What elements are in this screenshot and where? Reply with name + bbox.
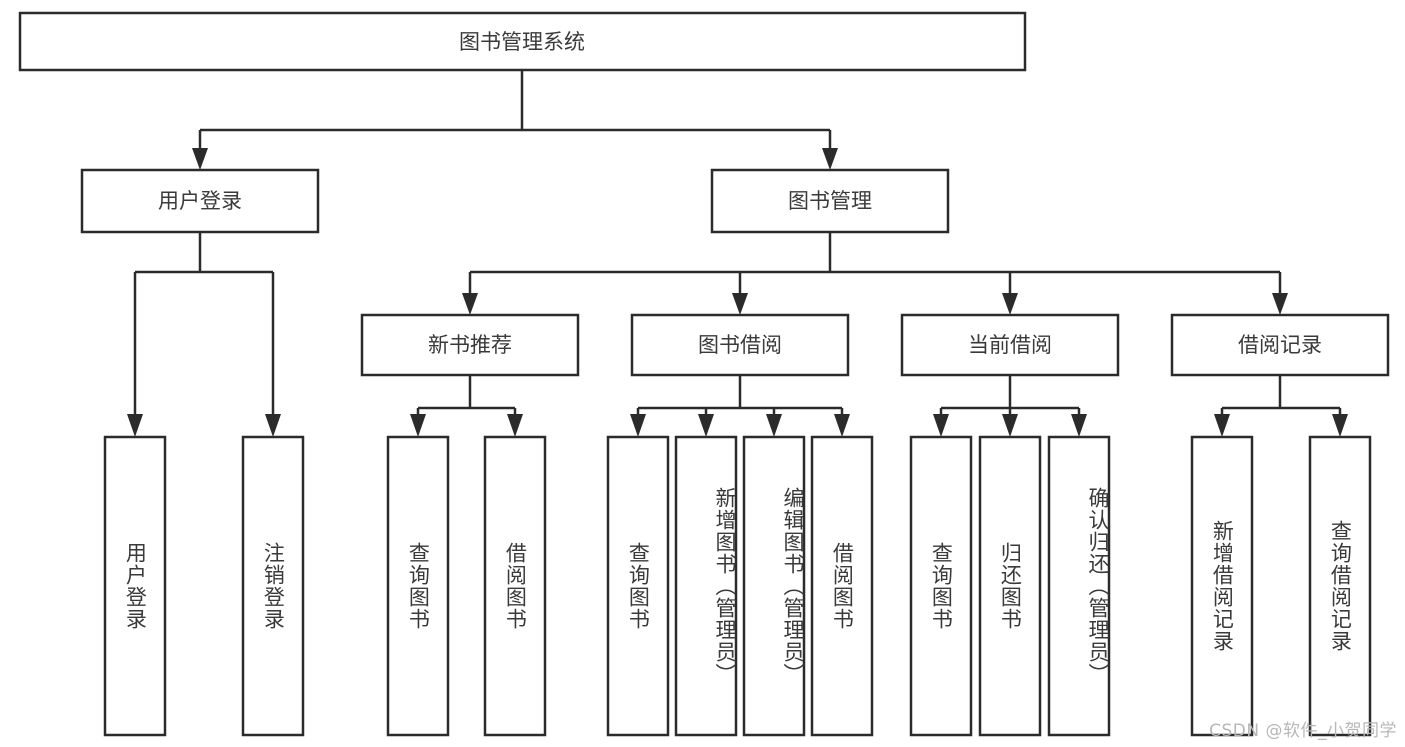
leaf-user-login[interactable]	[103, 435, 167, 737]
csdn-watermark: CSDN @软件_小贺同学	[1209, 721, 1397, 741]
leaf-borrow-book-1[interactable]	[483, 435, 547, 737]
arrow-bm-borrowrecord	[1272, 293, 1288, 315]
leaf-return-book[interactable]	[978, 435, 1042, 737]
node-user-login-label: 用户登录	[158, 189, 242, 213]
arrow-user-login-leaf-2	[265, 414, 281, 437]
arrow-root-to-book-manage	[822, 148, 838, 170]
leaf-add-book[interactable]	[674, 435, 738, 737]
node-borrow-record[interactable]	[1170, 313, 1390, 377]
node-root-label: 图书管理系统	[459, 30, 585, 54]
arrow-borrowrecord-leaf-1	[1214, 414, 1230, 437]
leaf-query-book-2[interactable]	[606, 435, 670, 737]
leaf-add-record[interactable]	[1190, 435, 1254, 737]
node-book-manage[interactable]	[710, 168, 950, 234]
node-new-book-rec-label: 新书推荐	[428, 333, 512, 357]
arrow-currentborrow-leaf-1	[933, 414, 949, 437]
arrow-currentborrow-leaf-3	[1071, 414, 1087, 437]
arrow-bm-bookborrow	[732, 293, 748, 315]
arrow-bookborrow-leaf-1	[630, 414, 646, 437]
arrow-root-to-user-login	[192, 148, 208, 170]
arrow-bookborrow-leaf-3	[766, 414, 782, 437]
arrow-currentborrow-leaf-2	[1002, 414, 1018, 437]
leaf-confirm-return[interactable]	[1047, 435, 1111, 737]
leaf-query-record[interactable]	[1308, 435, 1372, 737]
node-book-borrow[interactable]	[630, 313, 850, 377]
leaf-query-book-3[interactable]	[909, 435, 973, 737]
leaf-nodes	[103, 435, 1372, 737]
node-new-book-rec[interactable]	[360, 313, 580, 377]
node-current-borrow-label: 当前借阅	[968, 333, 1052, 357]
arrow-bm-currentborrow	[1002, 293, 1018, 315]
connectors	[127, 70, 1348, 437]
nodes: 图书管理系统 用户登录 图书管理 新书推荐 图书借阅 当前借阅 借阅记录	[18, 11, 1390, 377]
arrow-bm-newbook	[462, 293, 478, 315]
arrow-bookborrow-leaf-2	[698, 414, 714, 437]
arrow-newbook-leaf-1	[410, 414, 426, 437]
leaf-borrow-book-2[interactable]	[810, 435, 874, 737]
leaf-edit-book[interactable]	[742, 435, 806, 737]
node-borrow-record-label: 借阅记录	[1238, 333, 1322, 357]
node-current-borrow[interactable]	[900, 313, 1120, 377]
arrow-borrowrecord-leaf-2	[1332, 414, 1348, 437]
arrow-bookborrow-leaf-4	[834, 414, 850, 437]
arrow-user-login-leaf-1	[127, 414, 143, 437]
arrow-newbook-leaf-2	[507, 414, 523, 437]
node-root[interactable]	[18, 11, 1027, 72]
node-book-manage-label: 图书管理	[788, 189, 872, 213]
node-book-borrow-label: 图书借阅	[698, 333, 782, 357]
node-user-login[interactable]	[80, 168, 320, 234]
leaf-query-book-1[interactable]	[386, 435, 450, 737]
leaf-logout[interactable]	[241, 435, 305, 737]
